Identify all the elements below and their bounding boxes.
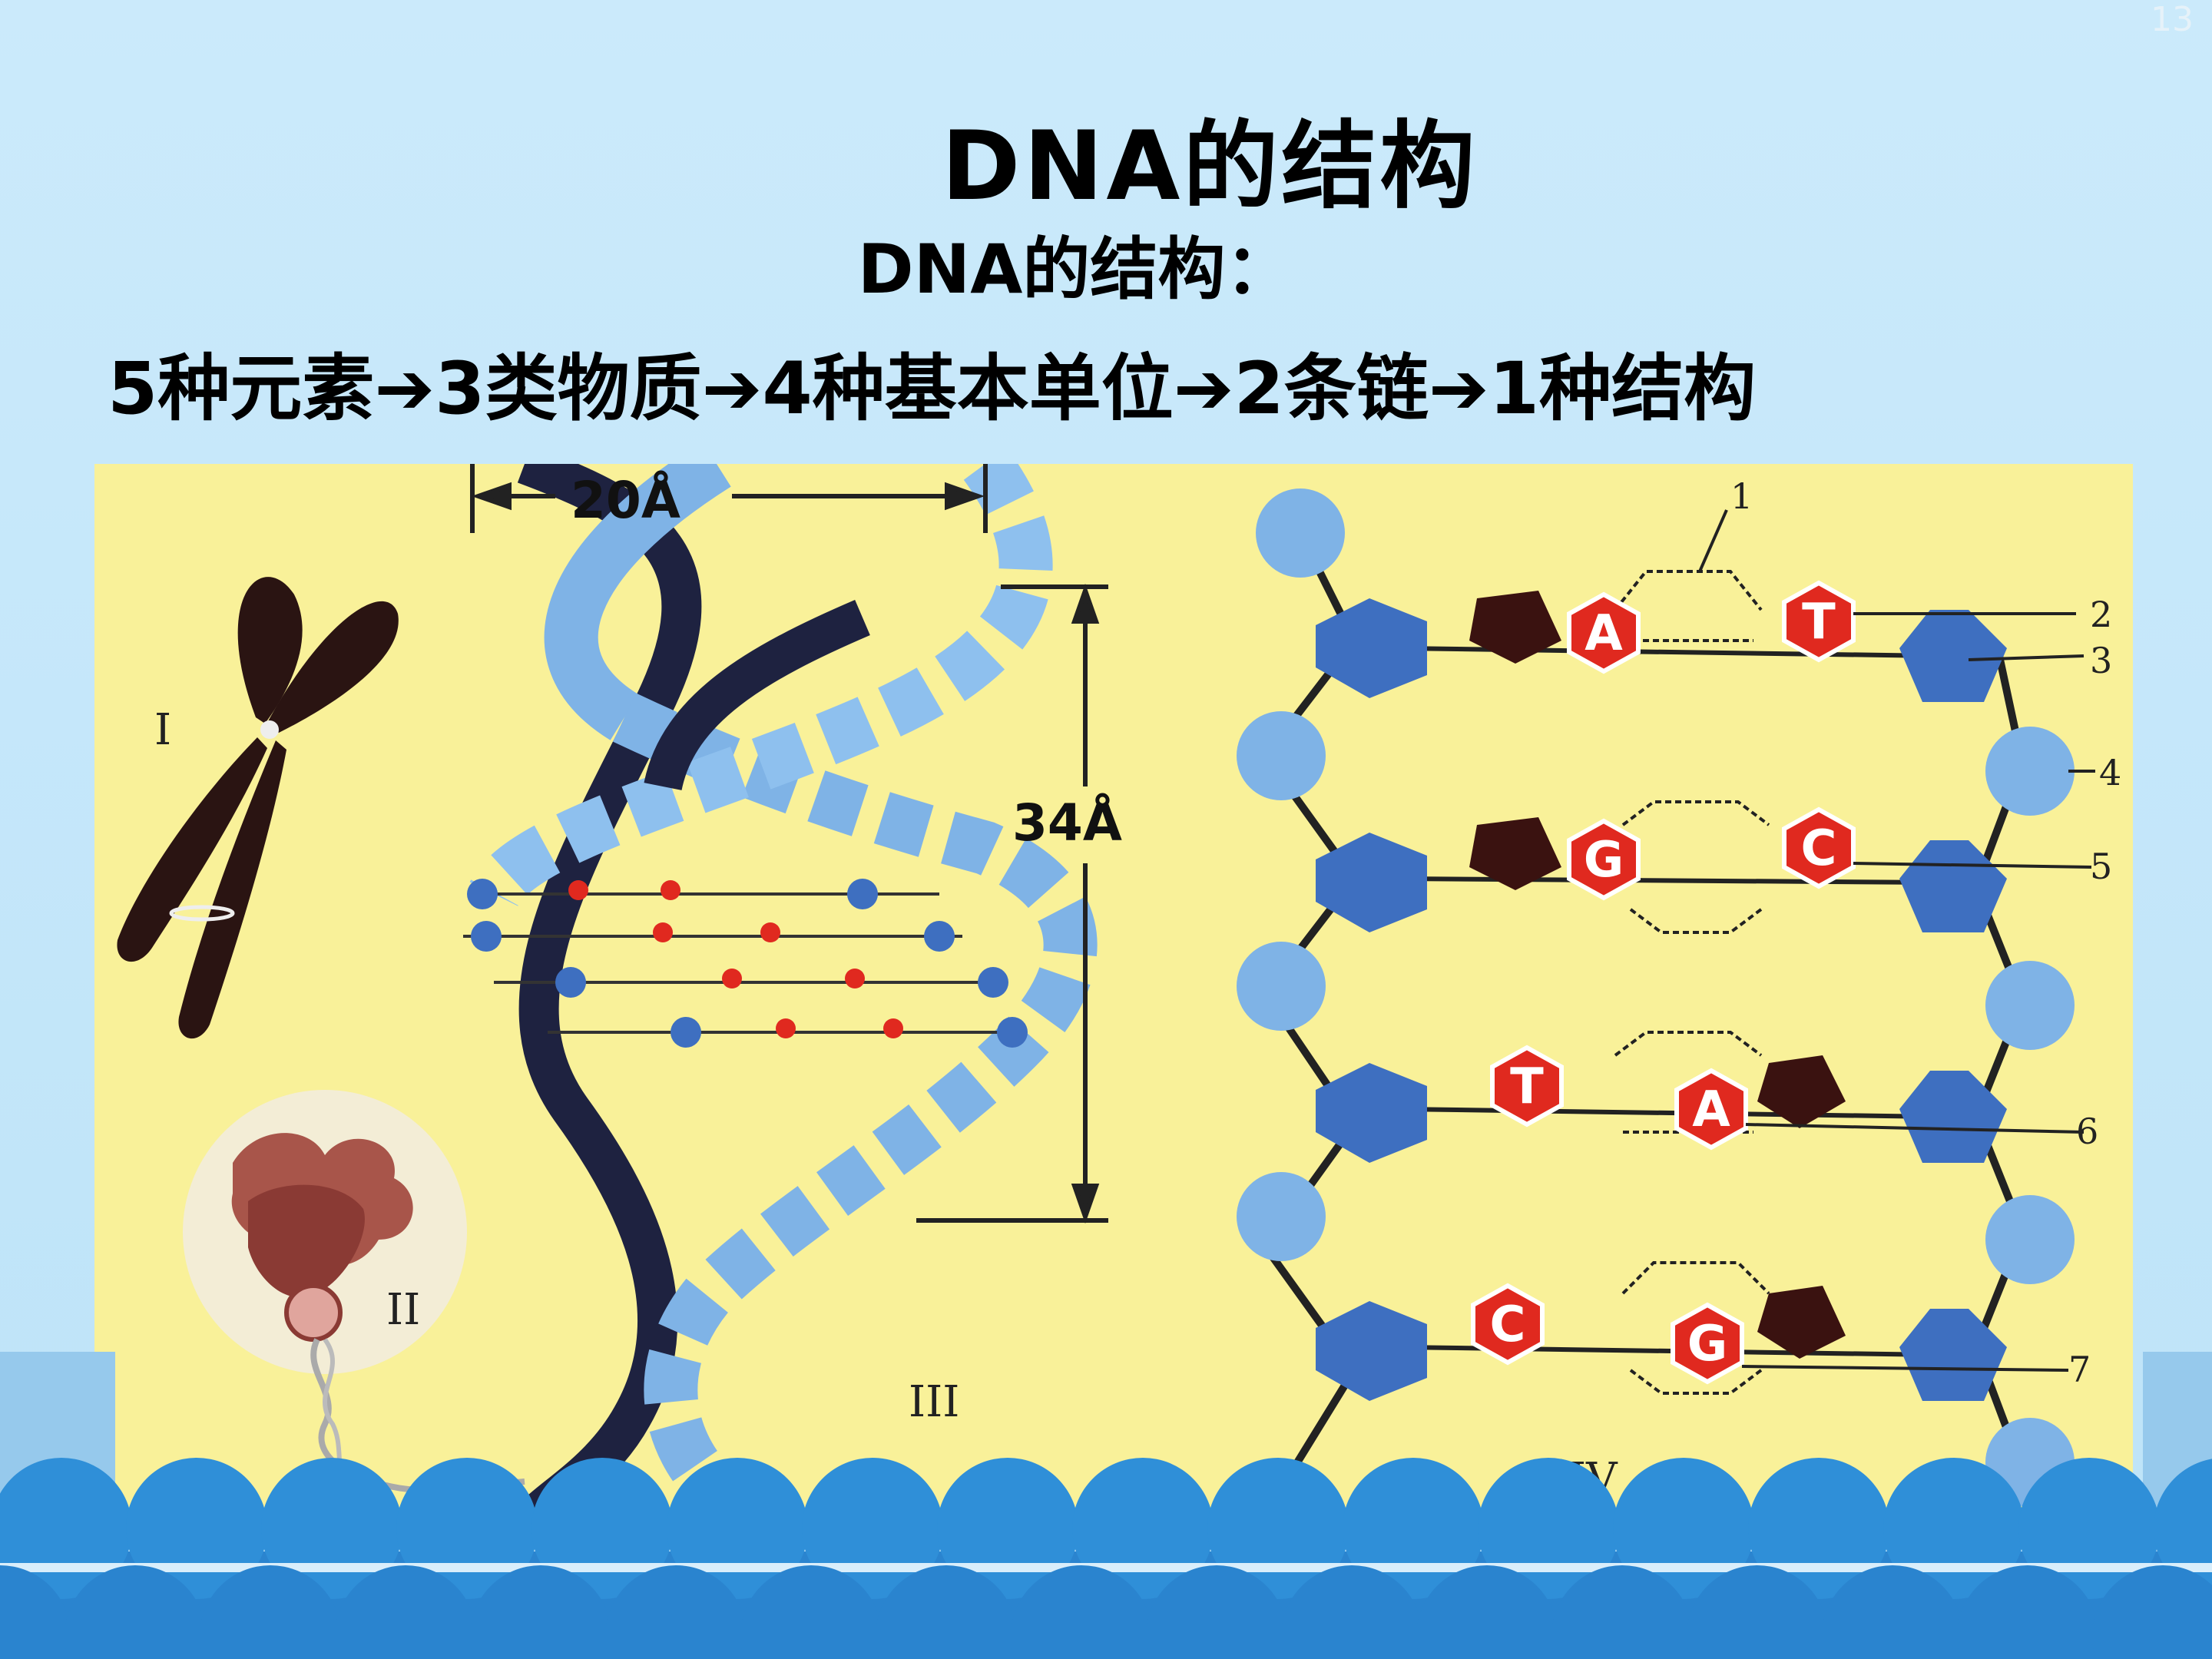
callout-4: 4 <box>2099 752 2121 793</box>
callout-6: 6 <box>2076 1111 2098 1152</box>
width-dimension <box>470 464 988 533</box>
decorative-waves <box>0 1352 2212 1659</box>
callout-1: 1 <box>1730 475 1753 517</box>
roman-label-3: III <box>909 1377 959 1427</box>
roman-label-2: II <box>386 1285 420 1335</box>
roman-label-1: I <box>154 705 171 755</box>
base-1-right: T <box>1802 594 1836 651</box>
pitch-dimension <box>916 583 1108 1224</box>
chromosome-icon <box>117 577 399 1039</box>
callout-2: 2 <box>2090 594 2112 635</box>
dna-structure-figure: I II <box>94 464 2133 1535</box>
chromatin-icon <box>183 1090 525 1499</box>
pitch-label: 34Å <box>1012 793 1122 853</box>
slide-subtitle: DNA的结构： <box>857 230 1293 309</box>
base-3-right: A <box>1692 1081 1730 1138</box>
callout-3: 3 <box>2090 640 2112 681</box>
base-4-right: G <box>1687 1316 1728 1373</box>
base-3-left: T <box>1510 1058 1544 1115</box>
ladder-diagram: A T G C T A C G <box>1237 475 2121 1507</box>
double-helix <box>463 464 1098 1535</box>
structure-chain-text: 5种元素➔3类物质➔4种基本单位➔2条链➔1种结构 <box>108 347 1757 431</box>
slide-title: DNA的结构 <box>941 111 1479 222</box>
width-label: 20Å <box>571 470 680 530</box>
base-4-left: C <box>1490 1296 1526 1353</box>
page-number: 13 <box>2151 0 2194 39</box>
base-2-right: C <box>1801 820 1837 877</box>
callout-5: 5 <box>2090 846 2112 887</box>
dna-illustration: I II <box>117 464 2121 1535</box>
callout-7: 7 <box>2068 1349 2091 1390</box>
base-1-left: A <box>1584 605 1623 662</box>
base-2-left: G <box>1584 832 1624 889</box>
